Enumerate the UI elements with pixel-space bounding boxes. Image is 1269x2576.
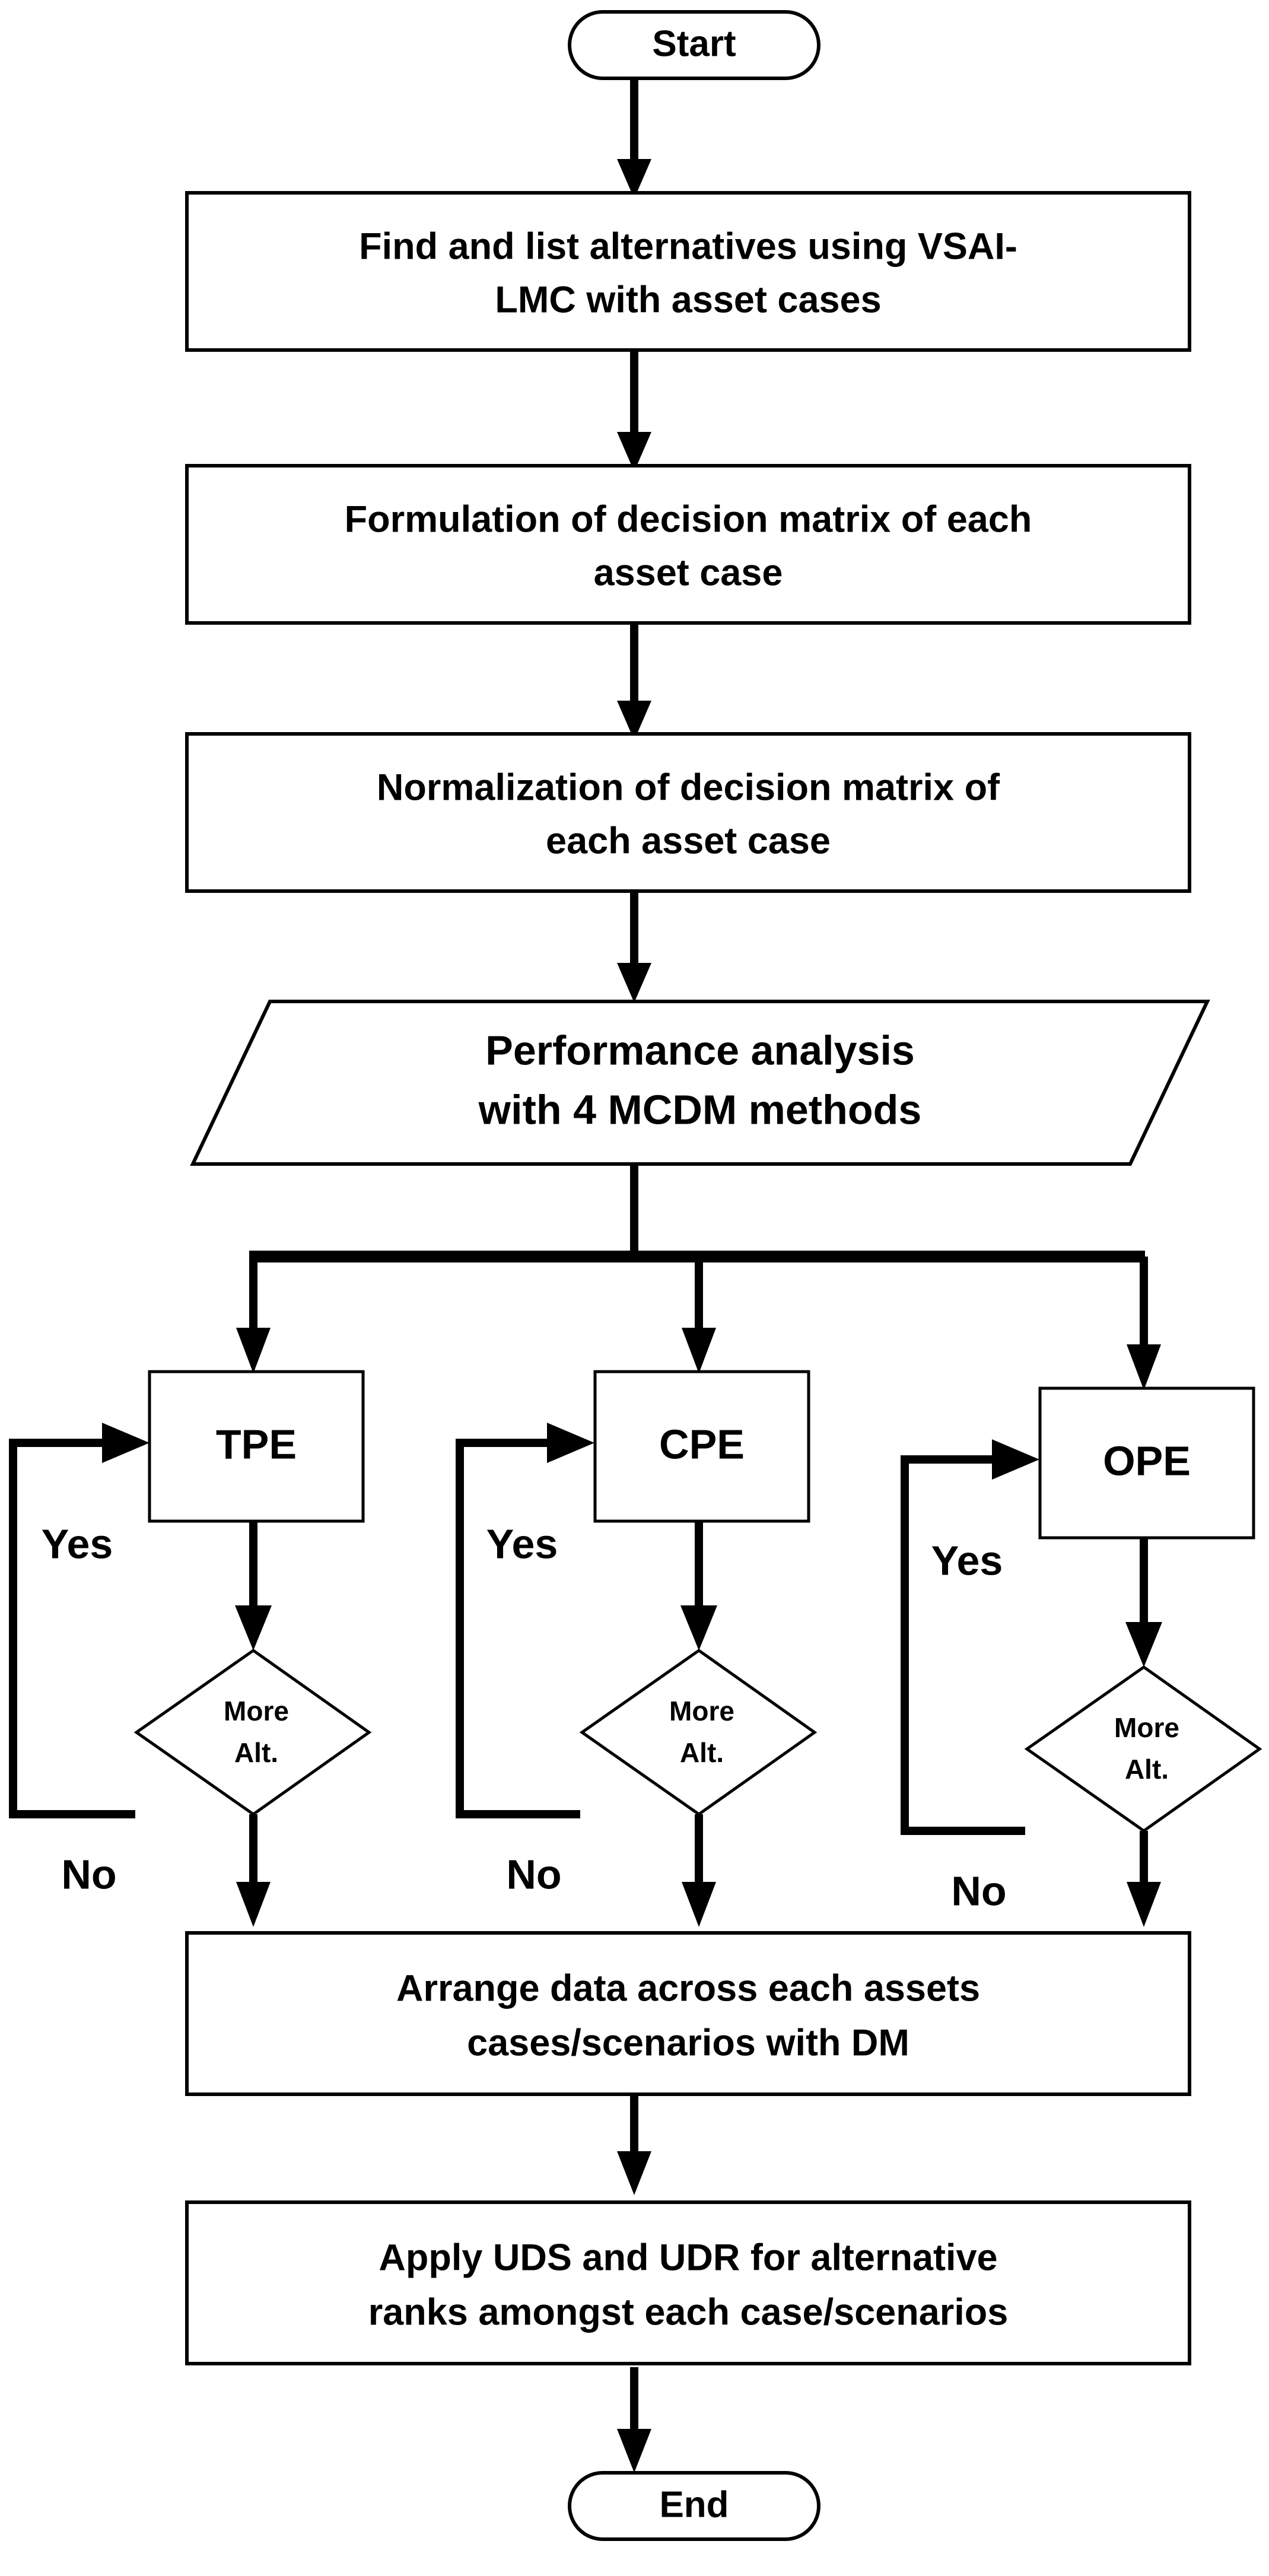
connector-tpe-to-decision [235, 1519, 272, 1650]
ope-decision-line1: More [1114, 1712, 1179, 1743]
node-arrange-data[interactable]: Arrange data across each assets cases/sc… [185, 1931, 1191, 2096]
ope-no-label: No [951, 1868, 1006, 1914]
tpe-decision-line1: More [224, 1696, 289, 1726]
connector-start-to-find [617, 77, 651, 199]
performance-analysis-line2: with 4 MCDM methods [478, 1086, 922, 1133]
connector-ope-no-to-arrange [1127, 1831, 1161, 1927]
tpe-decision-line2: Alt. [234, 1737, 278, 1768]
connector-formulation-to-normalization [617, 620, 651, 740]
connector-split-to-cpe [682, 1257, 716, 1373]
tpe-yes-label: Yes [42, 1521, 113, 1567]
normalization-line1: Normalization of decision matrix of [377, 767, 1000, 809]
formulation-line1: Formulation of decision matrix of each [345, 499, 1032, 540]
normalization-line2: each asset case [546, 820, 831, 862]
formulation-line2: asset case [594, 552, 783, 594]
ope-decision-line2: Alt. [1125, 1754, 1169, 1785]
connector-ope-to-decision [1125, 1535, 1162, 1667]
node-apply-uds-udr[interactable]: Apply UDS and UDR for alternative ranks … [185, 2200, 1191, 2365]
tpe-label: TPE [216, 1421, 297, 1467]
connector-cpe-no-to-arrange [682, 1814, 716, 1927]
connector-cpe-yes-loop [456, 1423, 594, 1818]
cpe-label: CPE [659, 1421, 745, 1467]
find-alternatives-line1: Find and list alternatives using VSAI- [359, 226, 1017, 268]
arrange-line1: Arrange data across each assets [396, 1968, 980, 2009]
cpe-no-label: No [506, 1851, 561, 1897]
end-label: End [659, 2484, 729, 2525]
connector-normalization-to-performance [617, 887, 651, 1003]
node-performance-analysis[interactable]: Performance analysis with 4 MCDM methods [190, 1000, 1210, 1166]
node-tpe-box[interactable]: TPE [148, 1370, 365, 1523]
node-find-alternatives[interactable]: Find and list alternatives using VSAI- L… [185, 191, 1191, 352]
connector-apply-to-end [617, 2367, 651, 2473]
node-end[interactable]: End [568, 2471, 820, 2541]
connector-cpe-to-decision [680, 1519, 717, 1650]
start-label: Start [652, 23, 736, 64]
node-cpe-box[interactable]: CPE [593, 1370, 810, 1523]
node-ope-decision[interactable]: More Alt. [1024, 1665, 1262, 1833]
ope-yes-label: Yes [931, 1537, 1003, 1583]
ope-label: OPE [1103, 1438, 1191, 1484]
apply-line2: ranks amongst each case/scenarios [368, 2292, 1009, 2333]
node-ope-box[interactable]: OPE [1038, 1386, 1255, 1540]
connector-find-to-formulation [617, 347, 651, 472]
cpe-decision-line2: Alt. [680, 1737, 724, 1768]
connector-arrange-to-apply [617, 2094, 651, 2195]
connector-tpe-no-to-arrange [236, 1814, 271, 1927]
arrange-line2: cases/scenarios with DM [467, 2022, 909, 2064]
performance-analysis-line1: Performance analysis [485, 1027, 915, 1073]
connector-tpe-yes-loop [9, 1423, 150, 1818]
find-alternatives-line2: LMC with asset cases [495, 279, 881, 321]
connector-split-to-tpe [236, 1257, 271, 1373]
tpe-no-label: No [61, 1851, 116, 1897]
connector-ope-yes-loop [901, 1439, 1039, 1835]
apply-line1: Apply UDS and UDR for alternative [379, 2237, 997, 2279]
cpe-yes-label: Yes [486, 1521, 558, 1567]
node-start[interactable]: Start [568, 10, 820, 80]
node-tpe-decision[interactable]: More Alt. [133, 1648, 372, 1817]
connector-split-to-ope [1127, 1257, 1161, 1390]
node-formulation[interactable]: Formulation of decision matrix of each a… [185, 464, 1191, 625]
cpe-decision-line1: More [669, 1696, 734, 1726]
node-cpe-decision[interactable]: More Alt. [579, 1648, 818, 1817]
node-normalization[interactable]: Normalization of decision matrix of each… [185, 732, 1191, 893]
